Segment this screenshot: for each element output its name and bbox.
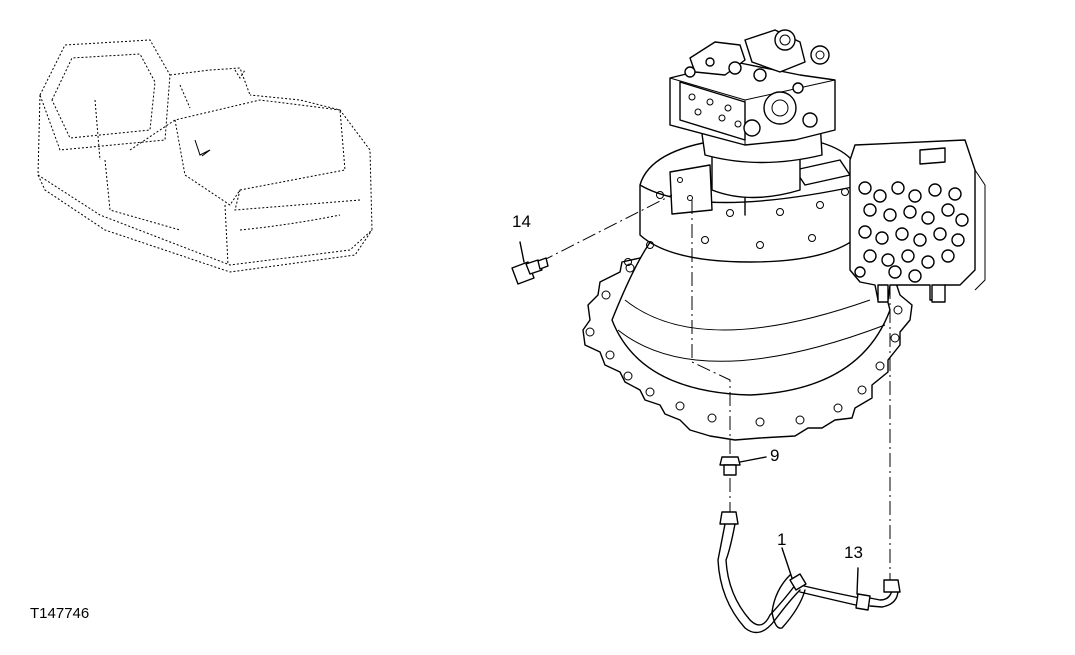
hose-assembly: [717, 511, 901, 634]
swing-gearbox: [582, 29, 913, 441]
callout-label-9: 9: [770, 446, 780, 465]
control-valve: [849, 139, 986, 303]
callout-label-14: 14: [512, 212, 531, 231]
callout-label-1: 1: [777, 530, 787, 549]
valve-fittings: [854, 181, 969, 283]
callout-label-13: 13: [844, 543, 863, 562]
sensor-part-14: [511, 241, 549, 285]
excavator-locator-view: [37, 39, 373, 273]
centerlines: [539, 194, 891, 580]
fitting-part-9: [719, 456, 767, 476]
figure-id: T147746: [30, 605, 90, 622]
